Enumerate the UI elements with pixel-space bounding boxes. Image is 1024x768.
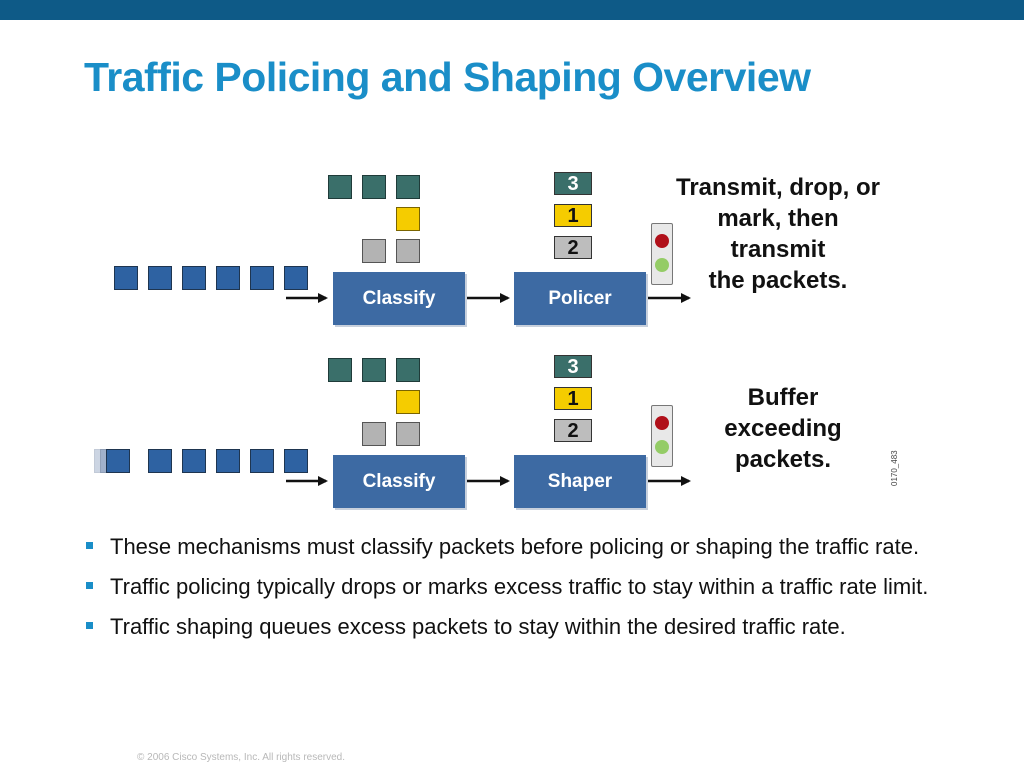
- queue-number-box: 2: [554, 236, 592, 259]
- caption-line: exceeding: [724, 415, 842, 442]
- bullet-text: These mechanisms must classify packets b…: [110, 534, 920, 559]
- class-3-packet: [362, 358, 386, 382]
- queue-number-box: 1: [554, 204, 592, 227]
- class-1-packet: [396, 207, 420, 231]
- bullet-list: These mechanisms must classify packets b…: [86, 533, 966, 653]
- traffic-light-icon: [651, 405, 673, 467]
- class-3-packet: [396, 358, 420, 382]
- caption-line: mark, then: [717, 205, 839, 232]
- slide-title: Traffic Policing and Shaping Overview: [84, 54, 811, 100]
- incoming-packet: [106, 449, 130, 473]
- policer-box: Policer: [514, 272, 646, 325]
- caption-line: Buffer: [747, 384, 819, 411]
- square-bullet-icon: [86, 542, 93, 549]
- caption-line: transmit: [730, 236, 826, 263]
- figure-code: 0170_483: [890, 450, 899, 486]
- class-3-packet: [396, 175, 420, 199]
- header-bar: [0, 0, 1024, 20]
- class-3-packet: [328, 358, 352, 382]
- green-lamp-icon: [655, 440, 669, 454]
- queue-number-box: 3: [554, 172, 592, 195]
- incoming-packet: [284, 266, 308, 290]
- traffic-light-icon: [651, 223, 673, 285]
- bullet-item: Traffic policing typically drops or mark…: [86, 573, 966, 600]
- class-3-packet: [362, 175, 386, 199]
- incoming-packet: [216, 266, 240, 290]
- caption-line: the packets.: [708, 267, 848, 294]
- green-lamp-icon: [655, 258, 669, 272]
- class-1-packet: [396, 390, 420, 414]
- red-lamp-icon: [655, 416, 669, 430]
- class-2-packet: [396, 422, 420, 446]
- class-2-packet: [362, 422, 386, 446]
- incoming-packet: [182, 449, 206, 473]
- queue-number-box: 3: [554, 355, 592, 378]
- incoming-packet: [250, 449, 274, 473]
- classify-box: Classify: [333, 272, 465, 325]
- bullet-text: Traffic policing typically drops or mark…: [110, 574, 929, 599]
- incoming-packet: [182, 266, 206, 290]
- caption-line: packets.: [734, 446, 832, 473]
- incoming-packet: [216, 449, 240, 473]
- incoming-packet: [250, 266, 274, 290]
- shaper-caption: Buffer exceeding packets.: [692, 382, 874, 475]
- square-bullet-icon: [86, 582, 93, 589]
- square-bullet-icon: [86, 622, 93, 629]
- incoming-packet: [148, 266, 172, 290]
- incoming-packet: [284, 449, 308, 473]
- class-3-packet: [328, 175, 352, 199]
- queue-number-box: 1: [554, 387, 592, 410]
- shaper-box: Shaper: [514, 455, 646, 508]
- bullet-item: These mechanisms must classify packets b…: [86, 533, 966, 560]
- class-2-packet: [396, 239, 420, 263]
- class-2-packet: [362, 239, 386, 263]
- bullet-item: Traffic shaping queues excess packets to…: [86, 613, 966, 640]
- incoming-packet: [148, 449, 172, 473]
- classify-box: Classify: [333, 455, 465, 508]
- queue-number-box: 2: [554, 419, 592, 442]
- incoming-packet: [114, 266, 138, 290]
- red-lamp-icon: [655, 234, 669, 248]
- policer-caption: Transmit, drop, or mark, then transmit t…: [640, 172, 916, 296]
- bullet-text: Traffic shaping queues excess packets to…: [110, 614, 846, 639]
- caption-line: Transmit, drop, or: [675, 174, 881, 201]
- copyright-footer: © 2006 Cisco Systems, Inc. All rights re…: [137, 752, 346, 763]
